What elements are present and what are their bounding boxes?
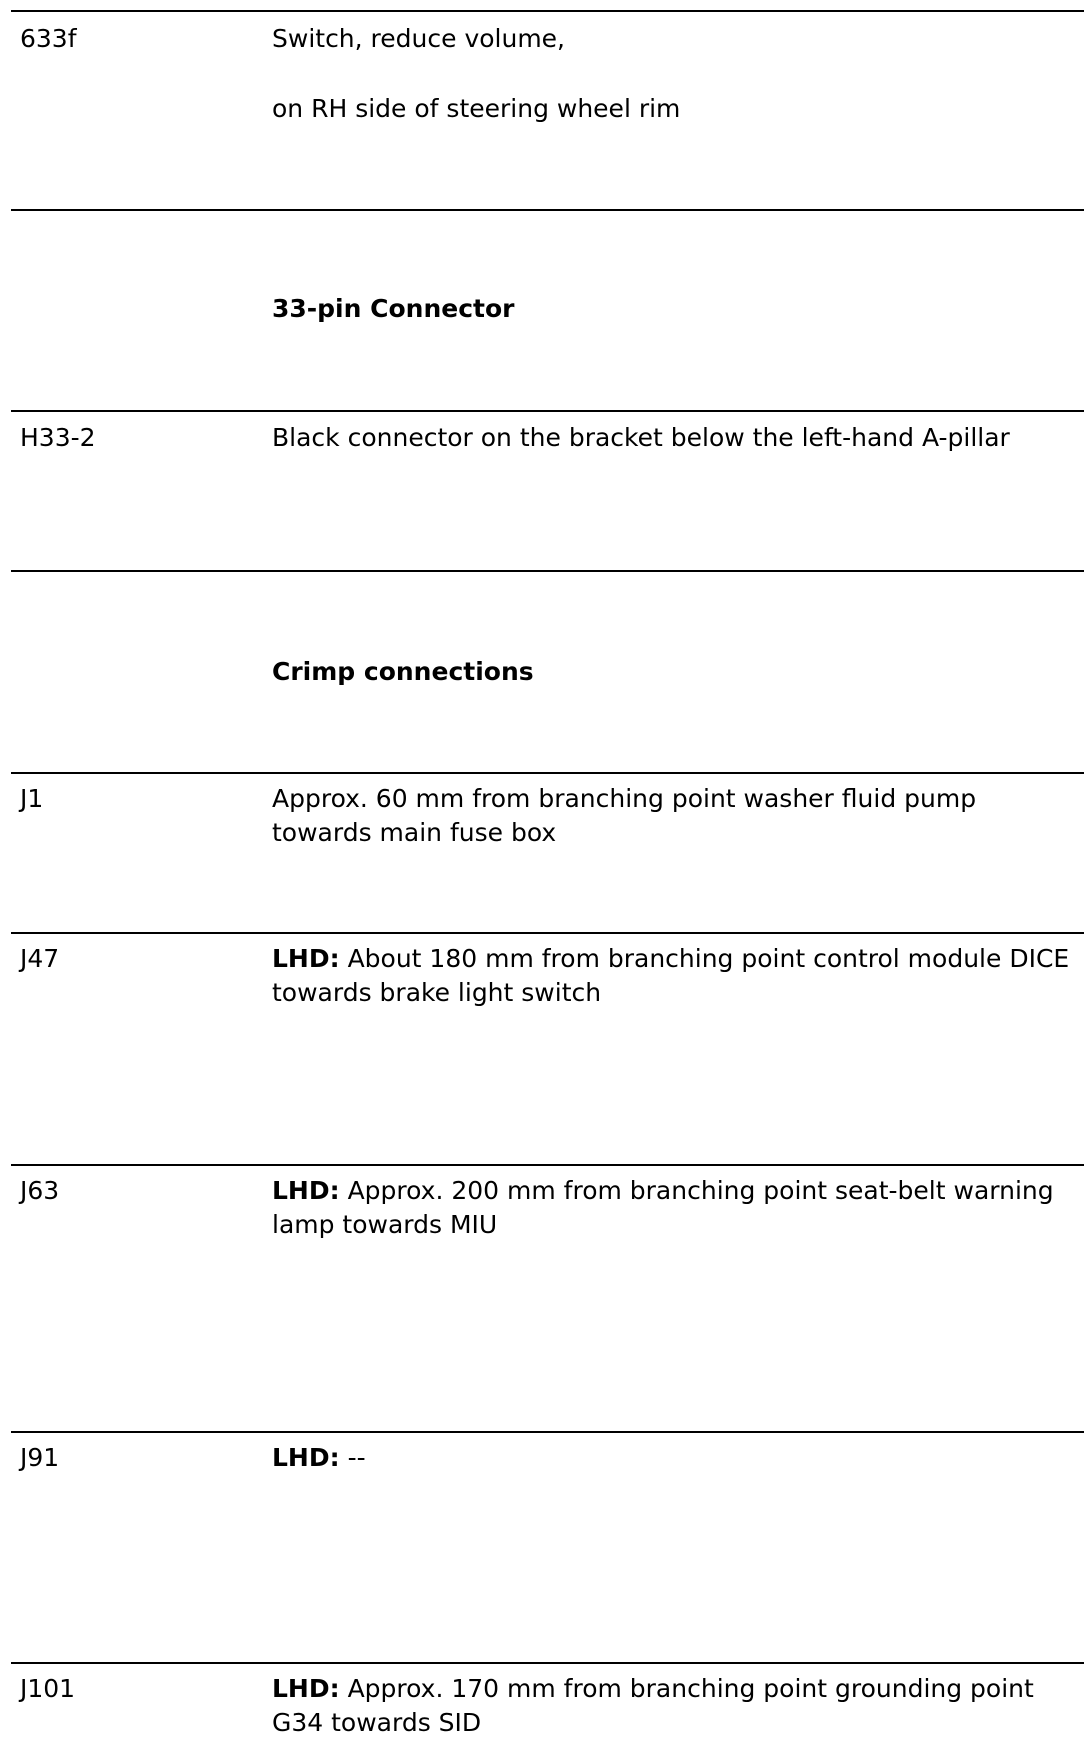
description-text: Approx. 170 mm from branching point grou… bbox=[272, 1674, 1034, 1737]
drive-side-prefix: LHD: bbox=[272, 944, 340, 973]
drive-side-prefix: LHD: bbox=[272, 1443, 340, 1472]
component-description: LHD: -- bbox=[272, 1441, 1082, 1475]
section-heading: 33-pin Connector bbox=[272, 294, 515, 323]
row-divider bbox=[11, 772, 1084, 774]
row-divider bbox=[11, 1431, 1084, 1433]
component-code: J1 bbox=[20, 784, 44, 813]
component-code: J101 bbox=[20, 1674, 76, 1703]
drive-side-prefix: LHD: bbox=[272, 1176, 340, 1205]
description-text: About 180 mm from branching point contro… bbox=[272, 944, 1070, 1007]
row-divider bbox=[11, 1662, 1084, 1664]
row-divider bbox=[11, 10, 1084, 12]
component-description: LHD: Approx. 170 mm from branching point… bbox=[272, 1672, 1082, 1740]
row-divider bbox=[11, 570, 1084, 572]
component-description: LHD: Approx. 200 mm from branching point… bbox=[272, 1174, 1082, 1242]
row-divider bbox=[11, 1164, 1084, 1166]
component-code: J63 bbox=[20, 1176, 60, 1205]
component-code: J91 bbox=[20, 1443, 60, 1472]
component-description: Black connector on the bracket below the… bbox=[272, 423, 1010, 452]
drive-side-prefix: LHD: bbox=[272, 1674, 340, 1703]
component-code: J47 bbox=[20, 944, 60, 973]
component-code: H33-2 bbox=[20, 423, 96, 452]
component-code: 633f bbox=[20, 24, 77, 53]
component-description: Switch, reduce volume, on RH side of ste… bbox=[272, 22, 1082, 126]
description-line: on RH side of steering wheel rim bbox=[272, 94, 681, 123]
row-divider bbox=[11, 932, 1084, 934]
component-description: LHD: About 180 mm from branching point c… bbox=[272, 942, 1082, 1010]
component-description: Approx. 60 mm from branching point washe… bbox=[272, 784, 977, 847]
description-text: Approx. 200 mm from branching point seat… bbox=[272, 1176, 1054, 1239]
section-heading: Crimp connections bbox=[272, 657, 534, 686]
description-text: -- bbox=[347, 1443, 366, 1472]
row-divider bbox=[11, 410, 1084, 412]
row-divider bbox=[11, 209, 1084, 211]
description-line: Switch, reduce volume, bbox=[272, 24, 566, 53]
